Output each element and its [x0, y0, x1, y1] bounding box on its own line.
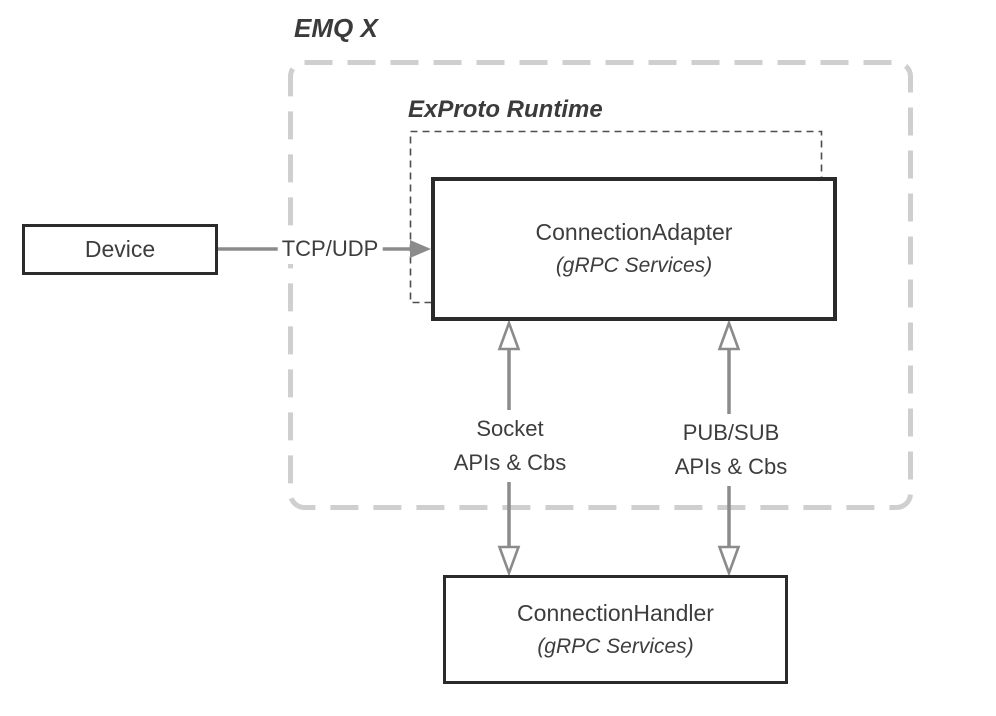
connection-adapter-title: ConnectionAdapter: [535, 219, 733, 245]
arrowhead-up-icon: [497, 319, 521, 351]
connection-adapter-subtitle: (gRPC Services): [555, 254, 713, 277]
connection-handler-node: ConnectionHandler (gRPC Services): [443, 575, 788, 684]
emqx-group-title: EMQ X: [294, 13, 378, 43]
connection-adapter-node: ConnectionAdapter (gRPC Services): [431, 177, 837, 321]
connection-handler-subtitle: (gRPC Services): [537, 634, 694, 658]
pubsub-apis-edge-label: PUB/SUB APIs & Cbs: [668, 414, 794, 486]
exproto-runtime-group-title: ExProto Runtime: [408, 96, 603, 123]
pubsub-apis-edge-label-line2: APIs & Cbs: [674, 454, 788, 479]
emqx-boundary-box: [288, 60, 913, 510]
connection-handler-title: ConnectionHandler: [517, 599, 714, 626]
socket-apis-edge-label: Socket APIs & Cbs: [447, 410, 573, 482]
arrowhead-right-icon: [410, 240, 431, 258]
device-node: Device: [22, 224, 218, 275]
socket-apis-edge-label-line2: APIs & Cbs: [453, 450, 567, 475]
arrowhead-up-icon: [717, 319, 741, 351]
socket-apis-edge-label-line1: Socket: [476, 416, 544, 441]
pubsub-apis-edge-label-line1: PUB/SUB: [682, 420, 780, 445]
tcp-udp-edge-label: TCP/UDP: [277, 234, 383, 264]
device-node-label: Device: [84, 236, 156, 262]
arrowhead-down-icon: [717, 545, 741, 577]
arrowhead-down-icon: [497, 545, 521, 577]
